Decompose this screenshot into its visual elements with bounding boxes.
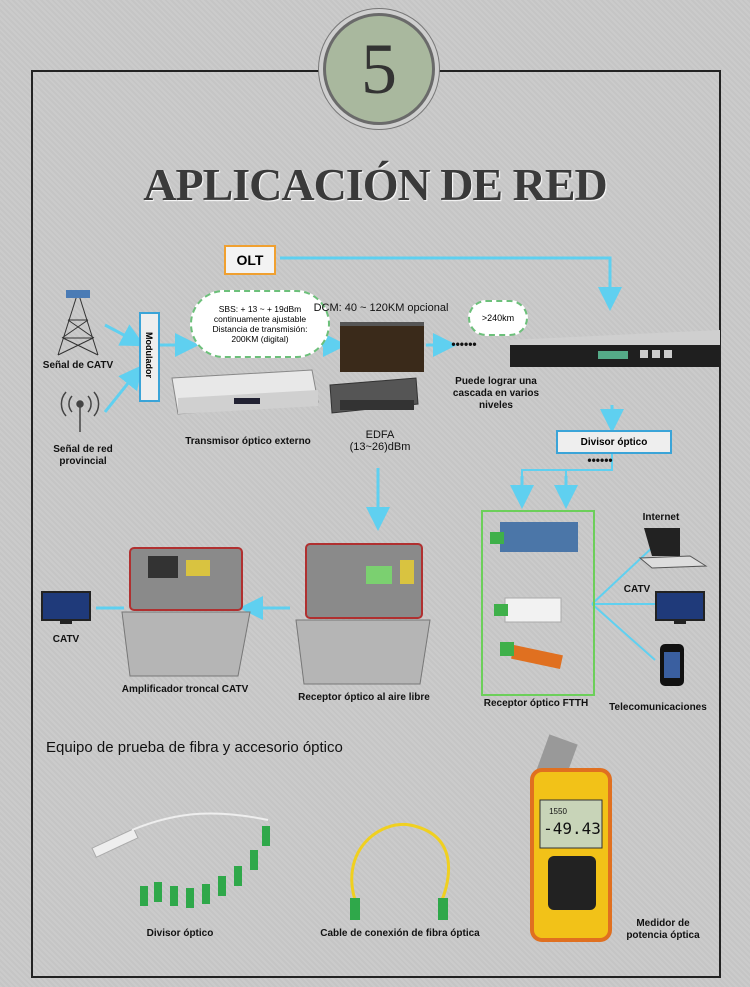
trunk-amplifier-device bbox=[121, 547, 251, 677]
splitter-lines bbox=[521, 452, 656, 661]
transmitter-label: Transmisor óptico externo bbox=[185, 436, 311, 447]
edfa-device bbox=[329, 377, 419, 414]
antenna-icon bbox=[60, 391, 100, 432]
splitter-accessory-label: Divisor óptico bbox=[146, 928, 214, 939]
modulator-box: Modulador bbox=[139, 312, 160, 402]
power-meter-image bbox=[530, 734, 612, 942]
tv-right-icon bbox=[655, 591, 705, 624]
page-title: APLICACIÓN DE RED bbox=[143, 159, 607, 210]
cascade-note: Puede lograr una cascada en varios nivel… bbox=[452, 376, 540, 411]
edfa-range-label: (13~26)dBm bbox=[349, 441, 411, 453]
ftth-receiver-label: Receptor óptico FTTH bbox=[483, 698, 589, 709]
trunk-amplifier-label: Amplificador troncal CATV bbox=[121, 684, 249, 695]
section-number: 5 bbox=[361, 29, 397, 109]
cascade-dots: •••••• bbox=[451, 337, 477, 351]
internet-label: Internet bbox=[642, 512, 680, 523]
olt-label: OLT bbox=[224, 245, 276, 275]
ftth-receiver-box bbox=[481, 510, 595, 696]
modulator-label: Modulador bbox=[144, 332, 154, 378]
patch-cable-image bbox=[350, 822, 451, 920]
catv-tower-icon bbox=[57, 290, 99, 356]
outdoor-receiver-label: Receptor óptico al aire libre bbox=[298, 692, 430, 703]
provincial-signal-label: Señal de red provincial bbox=[53, 444, 113, 467]
laptop-icon bbox=[638, 528, 708, 569]
power-meter-label: Medidor de potencia óptica bbox=[626, 918, 700, 941]
dcm-note: DCM: 40 ~ 120KM opcional bbox=[313, 302, 449, 314]
patch-cable-label: Cable de conexión de fibra óptica bbox=[320, 928, 480, 939]
accessories-section-title: Equipo de prueba de fibra y accesorio óp… bbox=[46, 739, 343, 756]
edfa-label: EDFA bbox=[365, 429, 395, 441]
catv-right-label: CATV bbox=[623, 584, 651, 595]
catv-signal-label: Señal de CATV bbox=[42, 360, 114, 371]
tv-left-icon bbox=[41, 591, 91, 624]
signal-arrows bbox=[96, 256, 624, 620]
outdoor-receiver-device bbox=[295, 543, 431, 685]
meter-small-readout: 1550 bbox=[549, 807, 567, 816]
olt-device bbox=[510, 330, 720, 367]
transmitter-device bbox=[171, 369, 319, 415]
phone-icon bbox=[660, 644, 684, 686]
splitter-dots: •••••• bbox=[587, 453, 613, 467]
ftth-devices bbox=[490, 522, 578, 670]
splitter-accessory-image bbox=[91, 812, 270, 908]
meter-readout: -49.43 bbox=[543, 819, 601, 838]
cascade-distance-bubble: >240km bbox=[468, 300, 528, 336]
telecom-label: Telecomunicaciones bbox=[609, 702, 707, 713]
catv-left-label: CATV bbox=[52, 634, 80, 645]
sbs-note-bubble: SBS: + 13 ~ + 19dBm continuamente ajusta… bbox=[190, 290, 330, 358]
dcm-device bbox=[340, 322, 424, 372]
splitter-box: Divisor óptico bbox=[556, 430, 672, 454]
section-number-badge: 5 bbox=[323, 13, 435, 125]
